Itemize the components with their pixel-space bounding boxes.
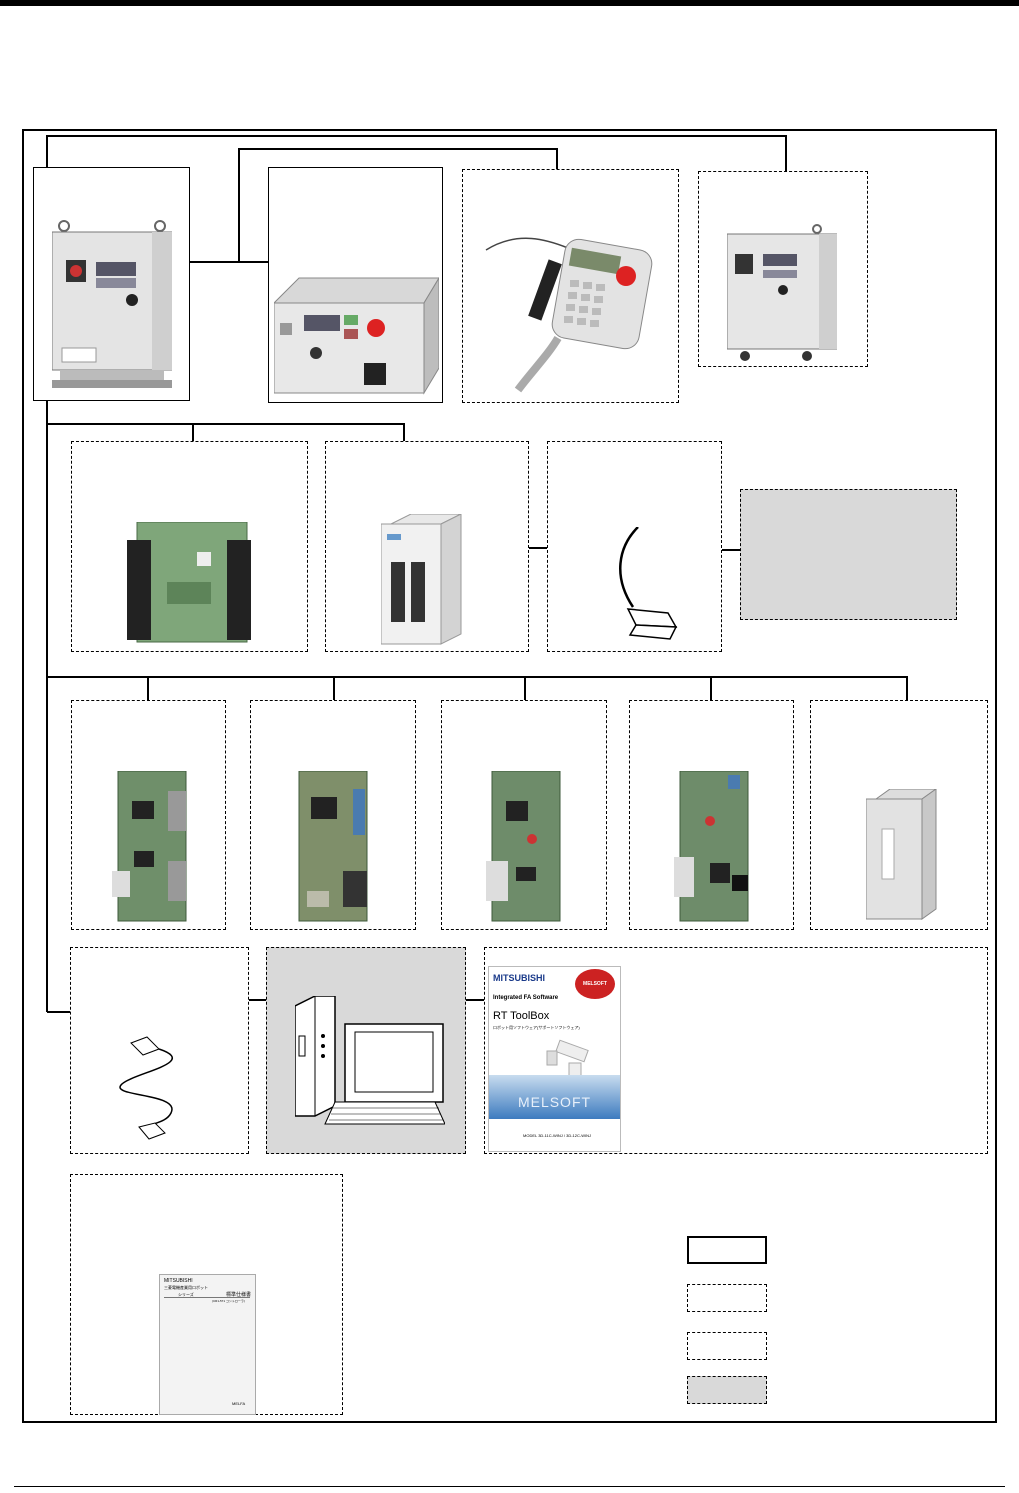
teaching-pendant-box <box>462 169 679 403</box>
option-module-image <box>866 789 937 920</box>
configuration-frame <box>22 129 997 1423</box>
cable-box <box>547 441 722 652</box>
robot-controller-box <box>33 167 190 401</box>
manual-title: 標準仕様書 <box>226 1292 252 1298</box>
pc-cable-image <box>119 1036 173 1140</box>
io-unit-box <box>325 441 529 652</box>
melsoft-band-text: MELSOFT <box>517 1094 592 1110</box>
software-model: MODEL 3D-11C-WINJ / 3D-12C-WINJ <box>523 1133 592 1138</box>
interface-board-box <box>71 441 308 652</box>
melsoft-logo: MELSOFT <box>575 969 615 999</box>
option-card-4-image <box>674 771 749 922</box>
option-card-3-box <box>441 700 607 930</box>
drive-unit-box <box>268 167 443 403</box>
manual-subtitle: 三菱電機産業用ロボット <box>164 1285 208 1290</box>
pc-cable-box <box>70 947 249 1154</box>
cable-connector-image <box>619 527 678 640</box>
software-product: RT ToolBox <box>493 1010 550 1022</box>
option-card-1-box <box>71 700 226 930</box>
specification-manual-cover: MITSUBISHI 三菱電機産業用ロボット シリーズ 標準仕様書 (CR1-5… <box>159 1274 256 1415</box>
software-box: MITSUBISHI MELSOFT Integrated FA Softwar… <box>484 947 988 1154</box>
bottom-rule <box>14 1486 1005 1487</box>
interface-board-image <box>127 522 251 643</box>
manual-controller: (CR1-571 コントローラ) <box>212 1299 245 1303</box>
teaching-pendant-image <box>485 237 653 393</box>
manual-footer: MELFA <box>232 1401 246 1406</box>
option-card-2-box <box>250 700 416 930</box>
controller-cabinet-image <box>52 220 172 388</box>
legend-solid-swatch <box>687 1236 767 1264</box>
top-rule <box>0 0 1019 6</box>
customer-device-box <box>740 489 957 620</box>
io-unit-image <box>381 514 462 645</box>
software-product-sub: ロボット用ソフトウェア(サポートソフトウェア) <box>493 1025 580 1030</box>
option-card-1-image <box>112 771 187 922</box>
legend-dash-dot-swatch <box>687 1284 767 1312</box>
legend-grey-swatch <box>687 1376 767 1404</box>
option-card-2-image <box>298 771 368 922</box>
software-category: Integrated FA Software <box>493 995 559 1001</box>
manual-series: シリーズ <box>178 1292 194 1297</box>
extension-cabinet-image <box>727 224 837 361</box>
manual-box: MITSUBISHI 三菱電機産業用ロボット シリーズ 標準仕様書 (CR1-5… <box>70 1174 343 1415</box>
personal-computer-icon <box>295 996 445 1125</box>
legend-dashed-swatch <box>687 1332 767 1360</box>
manual-brand: MITSUBISHI <box>164 1278 193 1284</box>
option-card-4-box <box>629 700 794 930</box>
software-brand: MITSUBISHI <box>493 973 546 983</box>
drive-unit-image <box>274 277 439 395</box>
software-cover: MITSUBISHI MELSOFT Integrated FA Softwar… <box>488 966 621 1152</box>
option-card-3-image <box>486 771 561 922</box>
extension-controller-box <box>698 171 868 367</box>
option-module-box <box>810 700 988 930</box>
personal-computer-box <box>266 947 466 1154</box>
